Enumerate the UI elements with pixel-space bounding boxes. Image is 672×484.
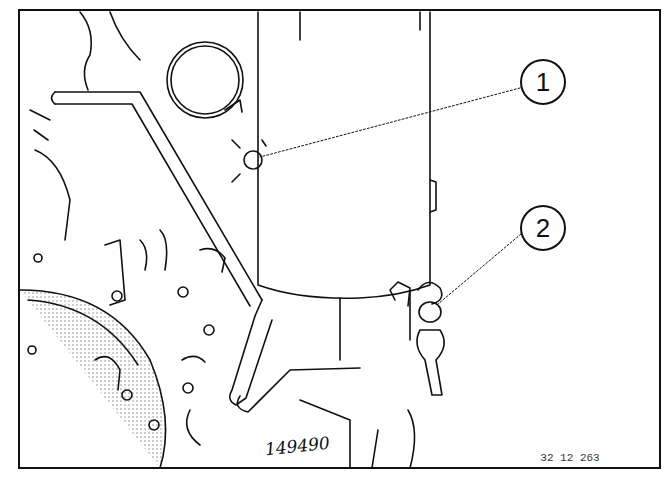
callout-number: 2 <box>536 215 550 241</box>
figure-reference: 32 12 263 <box>538 453 601 464</box>
callout-circle <box>521 60 565 104</box>
frame <box>19 10 660 468</box>
callout-number: 1 <box>536 69 550 95</box>
callout-circle <box>521 206 565 250</box>
part-stamp: 149490 <box>262 434 332 458</box>
